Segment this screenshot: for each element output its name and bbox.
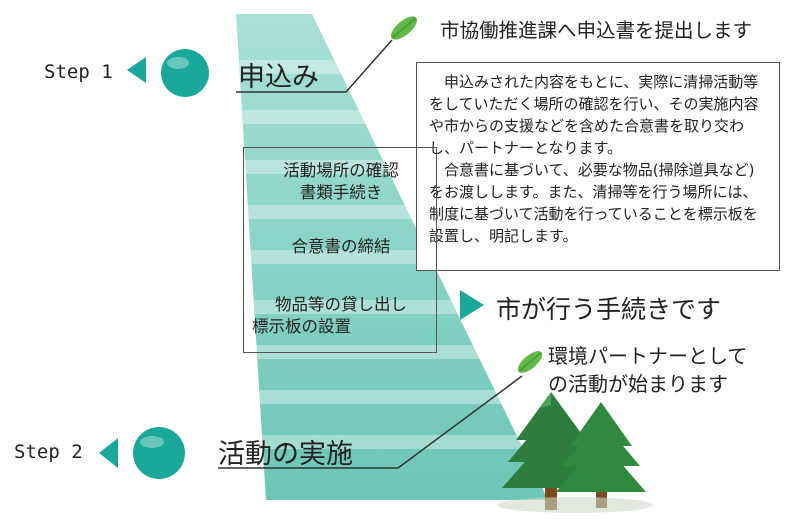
partner-note-line1: 環境パートナーとして bbox=[548, 344, 748, 368]
step1-title: 申込み bbox=[238, 62, 319, 93]
step2-arrow-icon bbox=[99, 438, 118, 468]
procedure-item-2: 合意書の締結 bbox=[291, 237, 391, 256]
procedure-item-3-line1: 物品等の貸し出し bbox=[275, 295, 407, 314]
leaf-icon-2 bbox=[517, 351, 543, 373]
step2-pointer-line bbox=[218, 375, 523, 469]
step1-label: Step 1 bbox=[44, 61, 113, 83]
procedure-item-1-line2: 書類手続き bbox=[299, 183, 383, 202]
wedge-shape bbox=[236, 14, 548, 500]
description-paragraph-1: 申込みされた内容をもとに、実際に清掃活動等をしていただく場所の確認を行い、その実… bbox=[429, 73, 759, 157]
leaf-icon bbox=[390, 16, 418, 40]
step2-circle-icon bbox=[133, 427, 185, 479]
partner-note-line2: の活動が始まります bbox=[548, 372, 728, 396]
partner-note: 環境パートナーとして の活動が始まります bbox=[548, 342, 747, 398]
procedure-item-1: 活動場所の確認 書類手続き bbox=[252, 160, 430, 204]
procedures-box bbox=[243, 147, 437, 353]
description-box: 申込みされた内容をもとに、実際に清掃活動等をしていただく場所の確認を行い、その実… bbox=[416, 62, 780, 271]
procedure-item-1-line1: 活動場所の確認 bbox=[283, 161, 399, 180]
step2-label: Step 2 bbox=[14, 441, 83, 463]
city-procedures-arrow-icon bbox=[460, 290, 484, 320]
step1-arrow-icon bbox=[127, 57, 146, 83]
city-procedures-label: 市が行う手続きです bbox=[496, 295, 722, 324]
procedure-item-3: 物品等の貸し出し 標示板の設置 bbox=[252, 294, 430, 338]
procedure-item-3-line2: 標示板の設置 bbox=[252, 317, 351, 336]
step1-pointer-line bbox=[236, 39, 393, 93]
trees-icon bbox=[497, 392, 653, 513]
step1-circle-icon bbox=[161, 49, 209, 97]
submit-note: 市協働推進課へ申込書を提出します bbox=[440, 19, 753, 42]
step2-title: 活動の実施 bbox=[218, 439, 353, 470]
description-paragraph-2: 合意書に基づいて、必要な物品(掃除道具など)をお渡しします。また、清掃等を行う場… bbox=[429, 161, 758, 245]
